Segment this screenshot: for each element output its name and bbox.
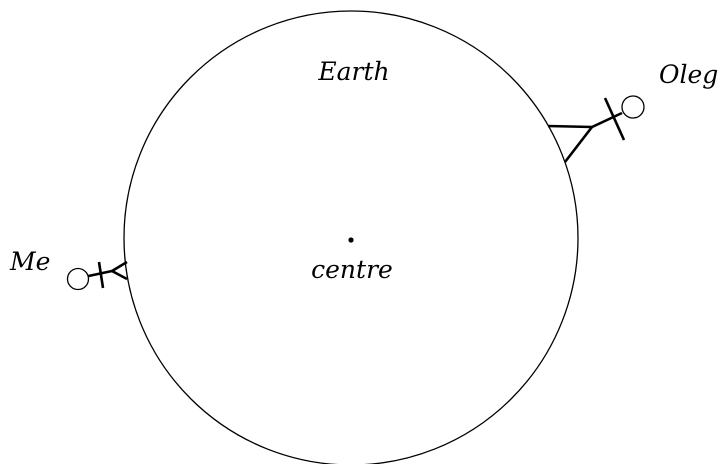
centre-label: centre [311, 255, 393, 284]
oleg-head [622, 96, 644, 118]
oleg-leg-lower [565, 127, 592, 162]
me-leg-upper [112, 262, 127, 271]
me-arms [99, 262, 103, 288]
me-figure [68, 262, 128, 290]
oleg-label: Oleg [659, 60, 718, 89]
oleg-leg-upper [548, 126, 592, 127]
me-label: Me [9, 247, 50, 276]
oleg-figure [548, 96, 644, 162]
centre-dot [348, 237, 353, 242]
me-leg-lower [112, 271, 127, 279]
me-head [68, 269, 89, 290]
earth-label: Earth [317, 57, 389, 86]
